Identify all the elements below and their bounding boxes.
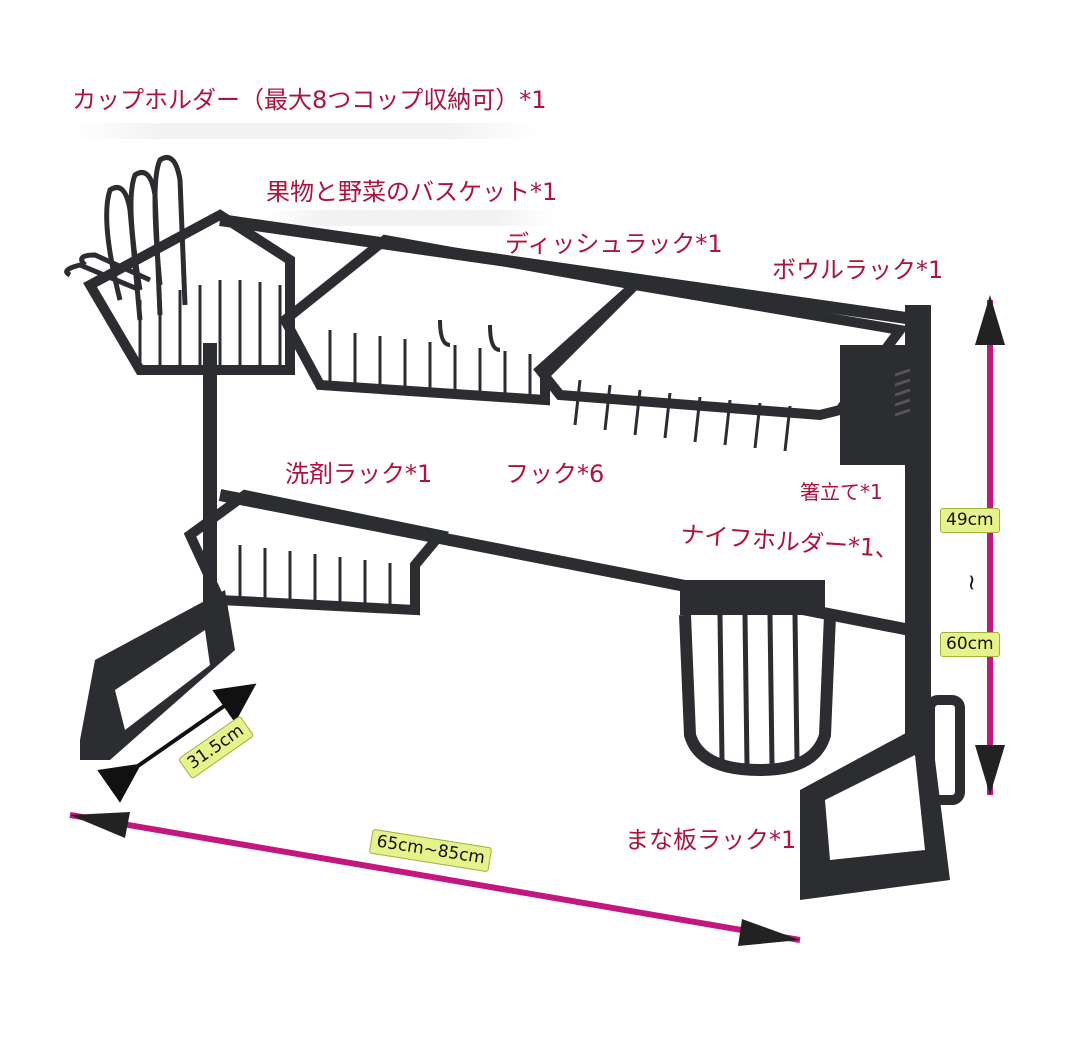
knife-holder <box>679 580 836 777</box>
dim-height-top: 49cm <box>940 508 1000 533</box>
label-bowl-rack: ボウルラック*1 <box>772 256 944 284</box>
dish-rack <box>278 234 646 406</box>
detergent-basket <box>183 489 450 616</box>
chopstick-holder <box>840 345 915 465</box>
label-shadow <box>265 210 555 226</box>
depth-arrow <box>97 683 257 803</box>
dim-height-separator: ~ <box>958 573 984 592</box>
label-shadow <box>70 123 540 139</box>
cup-holder-prongs <box>64 155 188 321</box>
height-arrow <box>975 295 1005 795</box>
label-chopstick-holder: 箸立て*1 <box>800 480 883 504</box>
label-detergent-rack: 洗剤ラック*1 <box>285 460 433 488</box>
width-arrow <box>69 812 801 946</box>
label-dish-rack: ディッシュラック*1 <box>505 230 723 258</box>
label-cutting-board-rack: まな板ラック*1 <box>625 826 797 854</box>
label-hooks: フック*6 <box>505 460 605 488</box>
label-fruit-basket: 果物と野菜のバスケット*1 <box>266 178 558 206</box>
dim-height-bottom: 60cm <box>940 632 1000 657</box>
label-cup-holder: カップホルダー（最大8つコップ収納可）*1 <box>72 86 547 114</box>
